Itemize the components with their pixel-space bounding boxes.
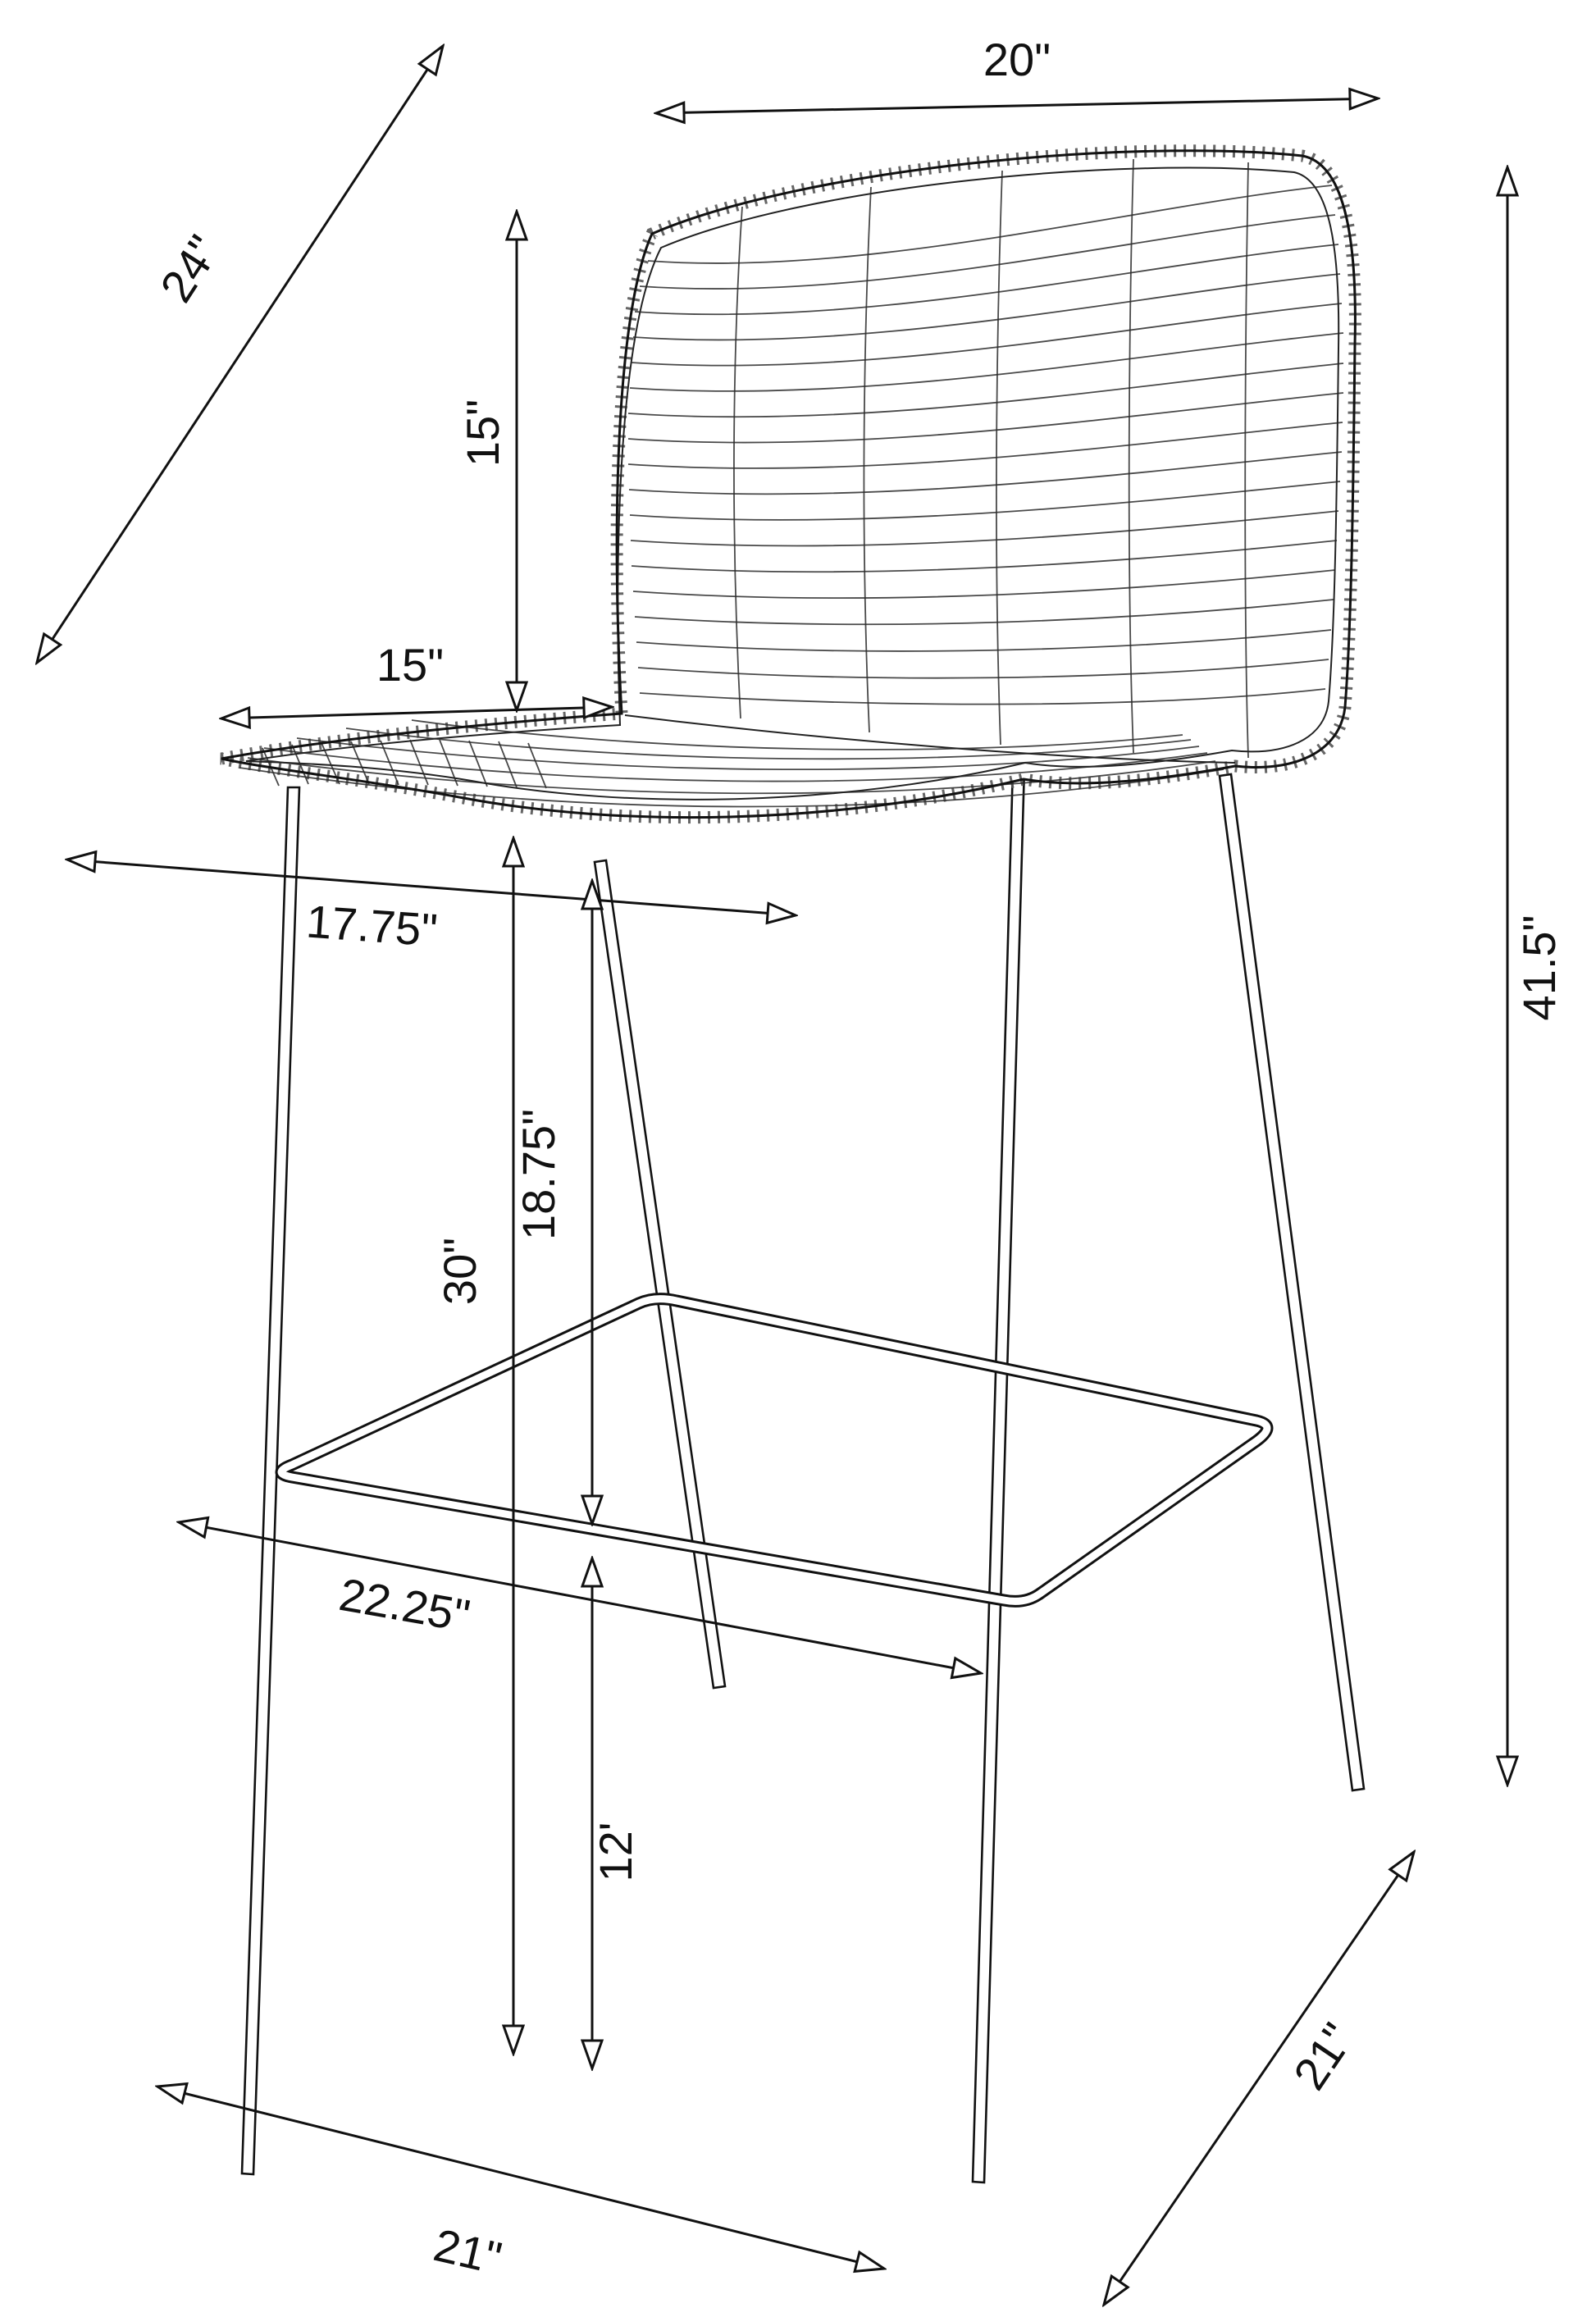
dim-seat-width-arrow — [67, 860, 796, 915]
dim-seat-depth: 15" — [221, 639, 612, 718]
dim-seat-depth-arrow — [221, 707, 612, 718]
dim-footrest-height: 18.75" — [513, 881, 592, 1524]
seat-shell — [220, 144, 1361, 824]
dim-base-width: 22.25" — [179, 1522, 981, 1673]
shell-fill — [221, 150, 1356, 818]
dim-back-height-label: 15" — [457, 399, 508, 467]
dim-seat-width-label: 17.75" — [304, 896, 439, 956]
dim-base-depth-left: 21" — [157, 2087, 884, 2284]
dim-base-depth-right-arrow — [1104, 1852, 1414, 2305]
dim-diagonal-depth-arrow — [37, 46, 443, 663]
dim-seat-width: 17.75" — [67, 860, 796, 956]
dim-back-width-label: 20" — [983, 34, 1051, 85]
stool-drawing — [220, 144, 1366, 2184]
seat-weave-lines — [239, 719, 1224, 808]
footrest-ring — [275, 1293, 1274, 1608]
dim-back-height: 15" — [457, 212, 517, 710]
dim-back-width-arrow — [656, 98, 1378, 113]
dim-base-depth-left-arrow — [157, 2087, 884, 2269]
dim-diagonal-depth-label: 24" — [150, 226, 230, 311]
dim-back-width: 20" — [656, 34, 1378, 113]
dim-overall-height: 41.5" — [1507, 167, 1565, 1785]
stool-legs — [240, 765, 1366, 2184]
dim-footrest-height-label: 18.75" — [513, 1109, 564, 1240]
dim-overall-height-label: 41.5" — [1513, 915, 1565, 1021]
rear-left-leg — [593, 859, 727, 1690]
back-vertical-strands — [733, 158, 1249, 759]
dim-seat-height: 30" — [434, 838, 513, 2054]
dim-base-depth-right: 21" — [1104, 1852, 1414, 2305]
rear-right-leg — [1218, 773, 1366, 1792]
dim-footrest-to-floor: 12' — [590, 1558, 641, 2068]
front-right-leg — [971, 765, 1026, 2184]
dim-base-width-label: 22.25" — [335, 1568, 474, 1642]
dim-seat-depth-label: 15" — [376, 639, 444, 691]
shell-outer-outline — [221, 149, 1357, 819]
dim-base-width-arrow — [179, 1522, 981, 1673]
seat-back-crease — [624, 714, 1236, 764]
dim-diagonal-depth: 24" — [37, 46, 443, 663]
dim-base-depth-left-label: 21" — [429, 2219, 506, 2284]
shell-inner-outline — [245, 166, 1340, 800]
dim-footrest-to-floor-label: 12' — [590, 1822, 641, 1882]
dim-seat-height-label: 30" — [434, 1238, 486, 1305]
